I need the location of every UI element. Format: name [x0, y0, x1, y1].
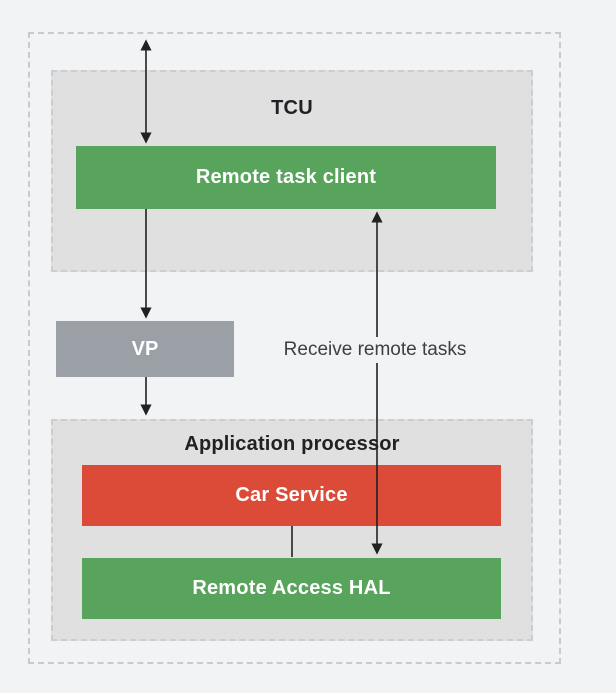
vp-box: VP — [56, 321, 234, 377]
remote-task-client-label: Remote task client — [195, 166, 377, 188]
application-processor-title: Application processor — [184, 432, 400, 455]
vp-label: VP — [131, 337, 159, 360]
car-service-box: Car Service — [82, 465, 501, 526]
remote-access-hal-box: Remote Access HAL — [82, 558, 501, 619]
car-service-label: Car Service — [235, 484, 348, 506]
receive-remote-tasks-label: Receive remote tasks — [274, 337, 476, 363]
remote-task-client-box: Remote task client — [76, 146, 496, 209]
vehicle-boundary-box — [28, 32, 561, 664]
remote-access-hal-label: Remote Access HAL — [192, 577, 391, 599]
tcu-title: TCU — [271, 96, 313, 119]
